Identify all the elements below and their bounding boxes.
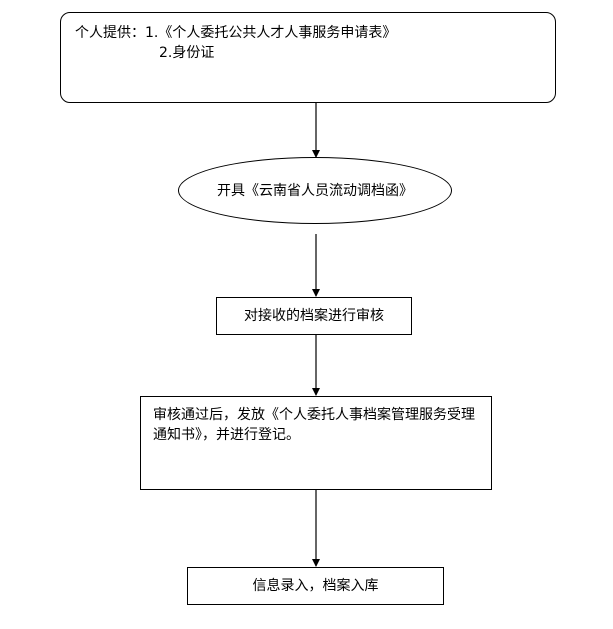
step-provide-documents: 个人提供：1.《个人委托公共人才人事服务申请表》 2.身份证	[60, 12, 556, 103]
review-label: 对接收的档案进行审核	[244, 308, 384, 324]
step-approve-and-register: 审核通过后，发放《个人委托人事档案管理服务受理通知书》，并进行登记。	[140, 396, 492, 490]
approve-label: 审核通过后，发放《个人委托人事档案管理服务受理通知书》，并进行登记。	[153, 407, 475, 443]
step-issue-transfer-letter: 开具《云南省人员流动调档函》	[178, 157, 452, 224]
step-info-entry: 信息录入，档案入库	[187, 567, 444, 605]
step-review-archive: 对接收的档案进行审核	[216, 297, 412, 335]
entry-label: 信息录入，档案入库	[252, 578, 379, 594]
issue-label: 开具《云南省人员流动调档函》	[217, 182, 413, 199]
provide-line-1: 个人提供：1.《个人委托公共人才人事服务申请表》	[75, 25, 397, 41]
provide-line-2: 2.身份证	[159, 45, 215, 61]
